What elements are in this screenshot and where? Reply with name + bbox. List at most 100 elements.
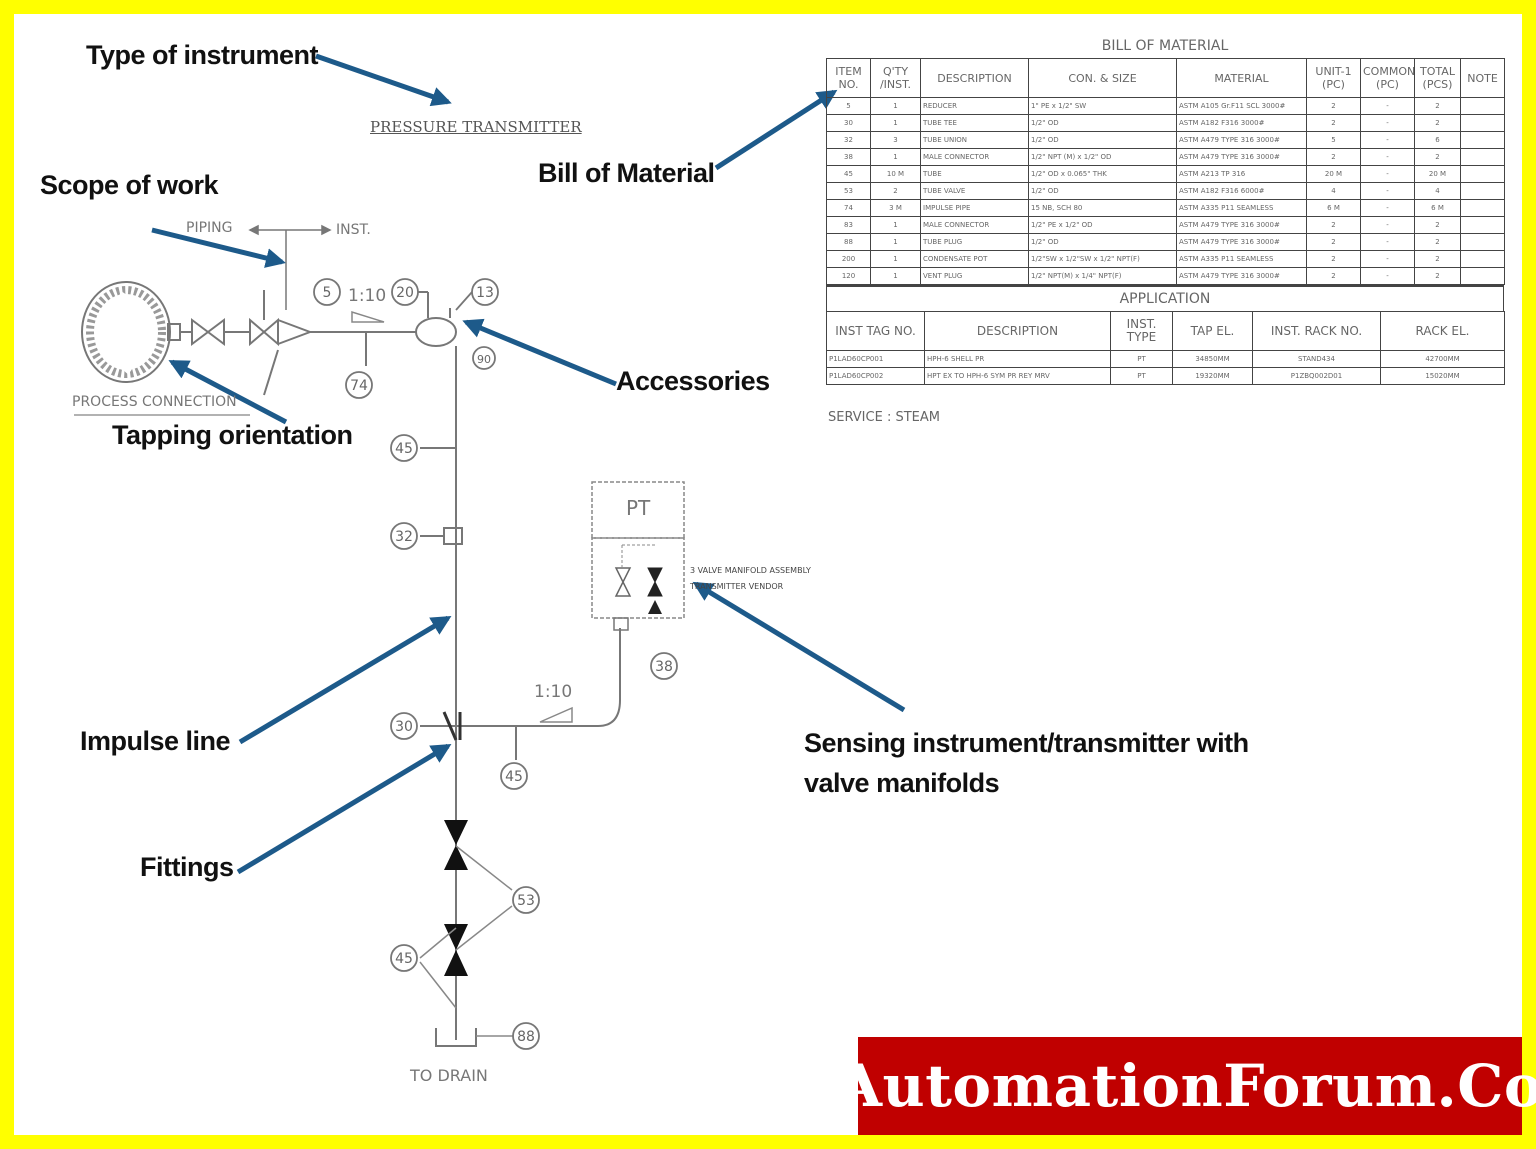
transmitter-tag: PT [626,496,651,520]
table-cell: 1 [870,97,921,115]
slope-symbol [351,310,385,323]
arrow-bill-of-material [714,89,838,171]
table-cell: 200 [826,250,871,268]
table-cell [1460,182,1505,200]
table-cell: 34850MM [1172,350,1253,368]
bubble-5 [313,278,341,306]
inst-label: INST. [336,222,371,238]
table-cell: - [1360,97,1415,115]
table-cell: IMPULSE PIPE [920,199,1029,217]
table-cell: ASTM A213 TP 316 [1176,165,1307,183]
table-cell: 1/2" OD [1028,182,1177,200]
column-header: MATERIAL [1176,58,1307,98]
table-cell: - [1360,114,1415,132]
table-cell: 6 [1414,131,1461,149]
column-header: ITEM NO. [826,58,871,98]
manifold-note-line2: TRANSMITTER VENDOR [690,582,784,591]
table-cell: 32 [826,131,871,149]
table-cell: PT [1110,367,1173,385]
table-cell: 2 [1414,250,1461,268]
manifold-note-line1: 3 VALVE MANIFOLD ASSEMBLY [690,566,811,575]
column-header: INST. RACK NO. [1252,311,1381,351]
table-cell: - [1360,250,1415,268]
table-cell: 2 [1306,216,1361,234]
callout-bill-of-material: Bill of Material [538,158,715,188]
table-cell: 1/2" NPT (M) x 1/2" OD [1028,148,1177,166]
to-drain-label: TO DRAIN [410,1066,488,1085]
scope-split [248,224,332,310]
table-cell: 1 [870,114,921,132]
application-title: APPLICATION [826,285,1504,311]
arrow-impulse-line [238,615,452,745]
table-cell: ASTM A335 P11 SEAMLESS [1176,250,1307,268]
table-cell: - [1360,182,1415,200]
table-cell: 83 [826,216,871,234]
table-cell [1460,233,1505,251]
column-header: UNIT-1 (PC) [1306,58,1361,98]
table-cell: P1LAD60CP001 [826,350,925,368]
table-cell: 2 [1414,97,1461,115]
table-cell: 6 M [1306,199,1361,217]
table-cell: 88 [826,233,871,251]
table-cell: P1ZBQ002D01 [1252,367,1381,385]
table-cell: 1/2" OD x 0.065" THK [1028,165,1177,183]
table-cell: 2 [1414,114,1461,132]
table-cell: 2 [1306,114,1361,132]
arrow-tapping-orientation [168,359,288,425]
table-cell [1460,165,1505,183]
slope-symbol-2 [539,706,573,723]
table-cell [1460,148,1505,166]
table-cell: 4 [1306,182,1361,200]
table-cell [1460,114,1505,132]
table-cell: ASTM A479 TYPE 316 3000# [1176,233,1307,251]
table-cell: REDUCER [920,97,1029,115]
bill-of-material-block: BILL OF MATERIAL ITEM NO.Q'TY /INST.DESC… [826,34,1505,385]
table-cell [1460,250,1505,268]
bubble-label: 90 [477,353,491,366]
table-cell: 1 [870,250,921,268]
brand-text: AutomationForum.Co [836,1052,1536,1120]
table-cell: PT [1110,350,1173,368]
bubble-label: 74 [350,378,368,394]
column-header: NOTE [1460,58,1505,98]
table-cell: - [1360,148,1415,166]
table-cell: TUBE UNION [920,131,1029,149]
table-cell: MALE CONNECTOR [920,148,1029,166]
table-cell: 2 [1306,97,1361,115]
table-cell: 4 [1414,182,1461,200]
table-cell: 38 [826,148,871,166]
table-cell: 15020MM [1380,367,1505,385]
table-cell: 2 [1414,233,1461,251]
bom-title: BILL OF MATERIAL [1101,38,1229,54]
bubble-45b [500,762,528,790]
bubble-32 [390,522,418,550]
table-cell: 1 [870,267,921,285]
table-cell: 2 [1306,233,1361,251]
bubble-label: 45 [505,769,523,785]
column-header: CON. & SIZE [1028,58,1177,98]
table-cell: TUBE PLUG [920,233,1029,251]
table-cell: - [1360,216,1415,234]
table-cell: 5 [826,97,871,115]
table-cell: - [1360,131,1415,149]
table-cell: CONDENSATE POT [920,250,1029,268]
bubble-label: 13 [476,285,494,301]
piping-label: PIPING [186,220,233,236]
table-cell: 45 [826,165,871,183]
callout-scope-of-work: Scope of work [40,170,219,200]
table-cell: ASTM A479 TYPE 316 3000# [1176,216,1307,234]
table-cell: TUBE TEE [920,114,1029,132]
table-cell: 30 [826,114,871,132]
table-cell: 15 NB, SCH 80 [1028,199,1177,217]
table-cell: 1 [870,216,921,234]
column-header: DESCRIPTION [920,58,1029,98]
bubble-label: 45 [395,441,413,457]
bubble-label: 30 [395,719,413,735]
